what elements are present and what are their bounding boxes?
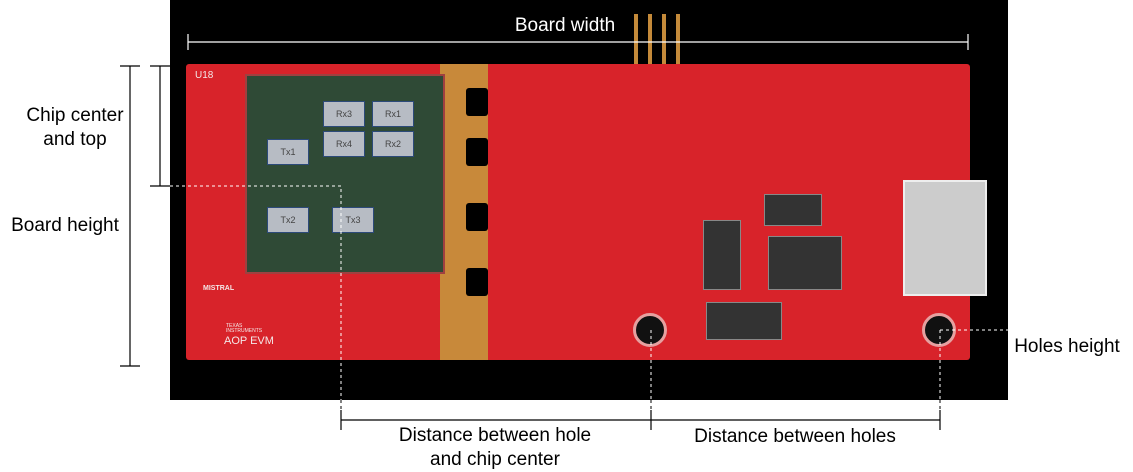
maker-silkscreen: TEXAS INSTRUMENTS bbox=[226, 323, 263, 334]
header-pin bbox=[662, 14, 666, 64]
chip-ref-silkscreen: U18 bbox=[195, 70, 214, 81]
dip-switch bbox=[768, 236, 842, 290]
antenna-tx3: Tx3 bbox=[332, 207, 374, 233]
label-line: and chip center bbox=[430, 449, 560, 470]
dip-switch bbox=[706, 302, 782, 340]
brand-silkscreen: MISTRAL bbox=[203, 285, 235, 292]
holes-height-label: Holes height bbox=[1014, 336, 1120, 357]
distance-holes-label: Distance between holes bbox=[694, 426, 896, 447]
antenna-tx1: Tx1 bbox=[267, 139, 309, 165]
antenna-tx2: Tx2 bbox=[267, 207, 309, 233]
distance-hole-chip-label: Distance between hole and chip center bbox=[370, 424, 620, 472]
chip-center-top-label: Chip center and top bbox=[10, 104, 140, 152]
antenna-rx1: Rx1 bbox=[372, 101, 414, 127]
antenna-rx2: Rx2 bbox=[372, 131, 414, 157]
header-pin bbox=[648, 14, 652, 64]
dip-switch bbox=[703, 220, 741, 290]
label-line: and top bbox=[43, 129, 107, 150]
header-pin bbox=[634, 14, 638, 64]
mounting-hole bbox=[633, 313, 667, 347]
board-slot bbox=[466, 268, 488, 296]
header-pin bbox=[676, 14, 680, 64]
antenna-rx4: Rx4 bbox=[323, 131, 365, 157]
board-height-label: Board height bbox=[11, 215, 119, 236]
usb-connector bbox=[903, 180, 987, 296]
model-silkscreen: AOP EVM bbox=[224, 335, 274, 347]
board-width-label: Board width bbox=[514, 15, 616, 36]
dip-switch bbox=[764, 194, 822, 226]
antenna-rx3: Rx3 bbox=[323, 101, 365, 127]
label-line: Distance between hole bbox=[398, 425, 592, 446]
board-slot bbox=[466, 203, 488, 231]
label-line: Chip center bbox=[26, 105, 124, 126]
board-slot bbox=[466, 88, 488, 116]
board-slot bbox=[466, 138, 488, 166]
